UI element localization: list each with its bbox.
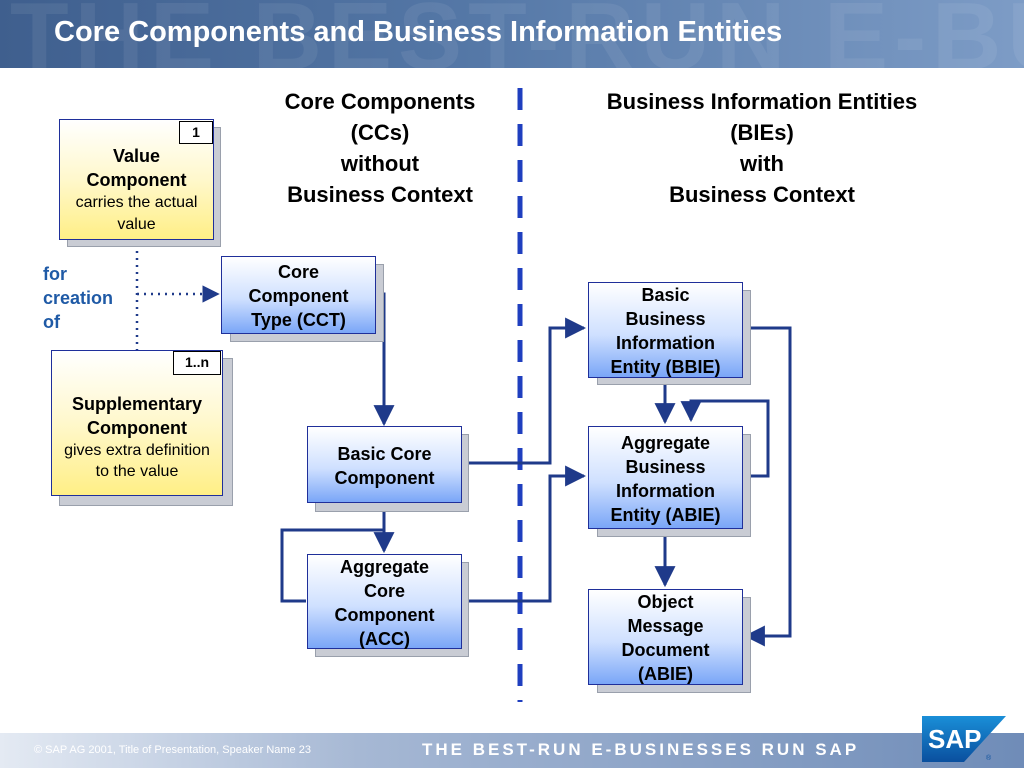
logo-shape bbox=[922, 716, 1006, 762]
bbie-line: Basic bbox=[641, 285, 690, 305]
acc-line: Aggregate bbox=[339, 557, 429, 577]
abie-self-loop bbox=[680, 399, 770, 478]
acc-line: (ACC) bbox=[359, 629, 410, 649]
arrow-bbie-to-omd bbox=[742, 326, 792, 647]
right-heading-line: (BIEs) bbox=[730, 120, 794, 145]
abie-box: Aggregate Business Information Entity (A… bbox=[588, 426, 743, 529]
omd-line: Document bbox=[621, 640, 710, 660]
value-component-desc: value bbox=[117, 216, 156, 233]
multiplicity-badge: 1..n bbox=[173, 351, 221, 375]
page-title: Core Components and Business Information… bbox=[54, 16, 783, 48]
supplementary-component-title: Component bbox=[87, 418, 187, 438]
omd-line: (ABIE) bbox=[638, 664, 693, 684]
omd-line: Message bbox=[627, 616, 704, 636]
acc-self-loop bbox=[280, 528, 384, 603]
for-creation-line: creation bbox=[43, 288, 114, 308]
acc-box: Aggregate Core Component (ACC) bbox=[307, 554, 462, 649]
abie-line: Aggregate bbox=[620, 433, 710, 453]
cct-box: Core Component Type (CCT) bbox=[221, 256, 376, 334]
footer-bar: © SAP AG 2001, Title of Presentation, Sp… bbox=[0, 733, 1024, 768]
acc-line: Component bbox=[334, 605, 435, 625]
for-creation-line: for bbox=[43, 264, 67, 284]
omd-box: Object Message Document (ABIE) bbox=[588, 589, 743, 685]
header-banner: THE BEST-RUN E-BUSINESSES RUN SAP Core C… bbox=[0, 0, 1024, 68]
supplementary-component-desc: gives extra definition bbox=[64, 442, 210, 459]
cct-line: Component bbox=[248, 286, 349, 306]
right-heading-line: Business Information Entities bbox=[606, 89, 918, 114]
value-component-title: Component bbox=[86, 170, 187, 190]
abie-line: Information bbox=[616, 481, 715, 501]
multiplicity-badge: 1 bbox=[179, 121, 213, 144]
bcc-box: Basic Core Component bbox=[307, 426, 462, 503]
left-heading-line: without bbox=[340, 151, 420, 176]
bbie-box: Basic Business Information Entity (BBIE) bbox=[588, 282, 743, 378]
arrow-bcc-to-bbie bbox=[462, 317, 587, 465]
bcc-line: Component bbox=[334, 468, 435, 488]
acc-line: Core bbox=[363, 581, 405, 601]
footer-copyright: © SAP AG 2001, Title of Presentation, Sp… bbox=[34, 744, 311, 756]
left-heading-line: Core Components bbox=[284, 89, 476, 114]
sap-logo: SAP ® bbox=[922, 716, 1006, 762]
abie-line: Entity (ABIE) bbox=[610, 505, 721, 525]
abie-line: Business bbox=[625, 457, 706, 477]
omd-line: Object bbox=[637, 592, 694, 612]
right-column-heading: Business Information Entities (BIEs) wit… bbox=[572, 86, 952, 210]
right-heading-line: Business Context bbox=[669, 182, 855, 207]
cct-line: Type (CCT) bbox=[251, 310, 346, 330]
bbie-line: Business bbox=[625, 309, 706, 329]
bcc-line: Basic Core bbox=[337, 444, 432, 464]
supplementary-component-desc: to the value bbox=[95, 463, 179, 480]
right-heading-line: with bbox=[740, 151, 784, 176]
left-heading-line: (CCs) bbox=[350, 120, 410, 145]
bbie-line: Entity (BBIE) bbox=[610, 357, 721, 377]
arrow-acc-to-abie bbox=[462, 465, 587, 603]
header-watermark: THE BEST-RUN E-BUSINESSES RUN SAP bbox=[10, 0, 1024, 68]
value-component-desc: carries the actual bbox=[75, 194, 198, 211]
bbie-line: Information bbox=[616, 333, 715, 353]
logo-registered-mark: ® bbox=[986, 754, 992, 762]
footer-tagline: THE BEST-RUN E-BUSINESSES RUN SAP bbox=[422, 740, 860, 759]
left-column-heading: Core Components (CCs) without Business C… bbox=[258, 86, 502, 210]
value-component-title: Value bbox=[112, 146, 161, 166]
for-creation-line: of bbox=[43, 312, 60, 332]
for-creation-label: for creation of bbox=[43, 262, 113, 334]
logo-text: SAP bbox=[928, 724, 981, 754]
cct-line: Core bbox=[277, 262, 319, 282]
left-heading-line: Business Context bbox=[287, 182, 473, 207]
supplementary-component-title: Supplementary bbox=[71, 394, 203, 414]
